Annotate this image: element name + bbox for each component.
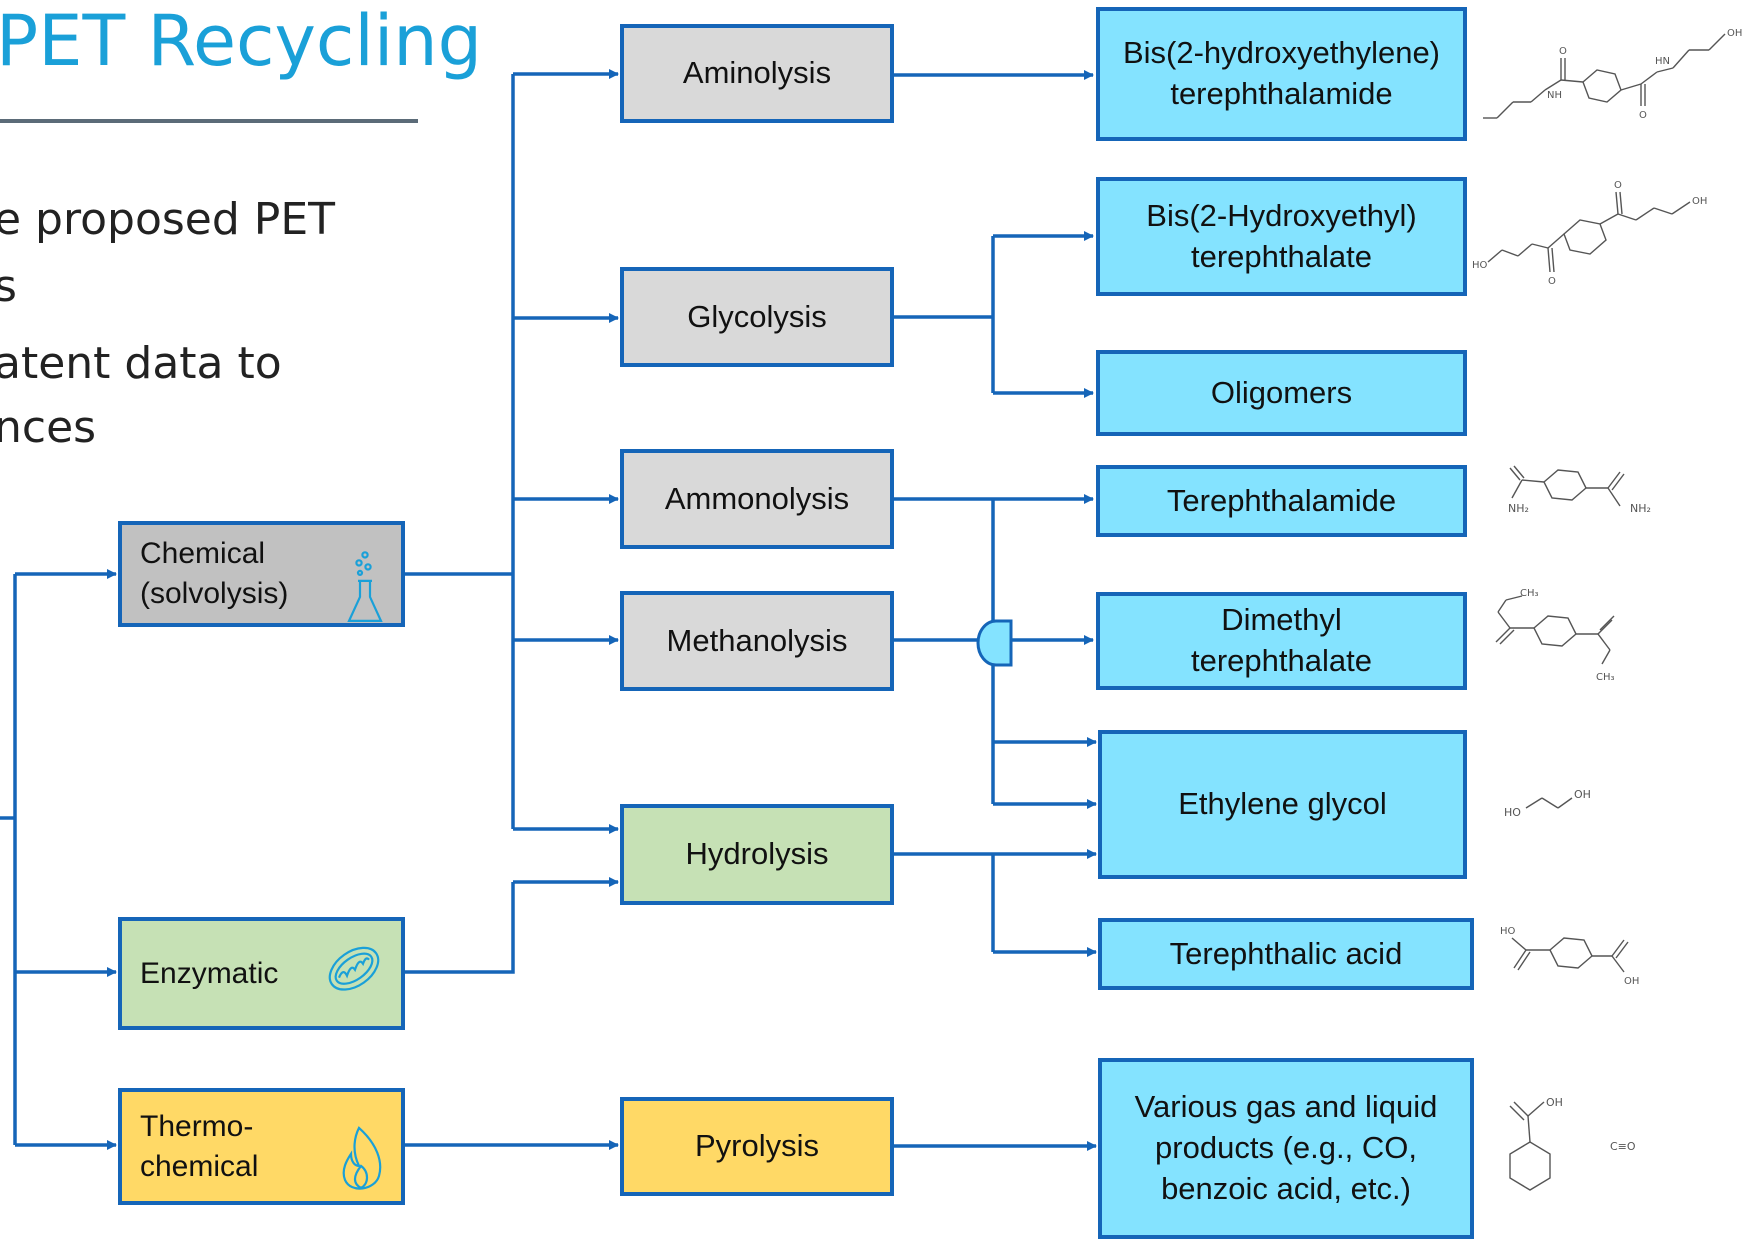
- aminolysis-label: Aminolysis: [682, 55, 832, 91]
- title-underline: [0, 119, 418, 123]
- bullet-1-line-2: s: [0, 261, 17, 312]
- oligomers-label: Oligomers: [1210, 374, 1353, 410]
- o-label-2: O: [1639, 110, 1647, 121]
- ch3-label-1: CH₃: [1520, 588, 1539, 599]
- terephthalamide-structure: NH₂ NH₂: [1508, 465, 1651, 515]
- terephthalamide-label: Terephthalamide: [1166, 482, 1397, 518]
- bullet-1-line-1: e proposed PET: [0, 194, 335, 245]
- methanolysis-box: Methanolysis: [620, 591, 894, 691]
- enzymatic-label: Enzymatic: [140, 956, 279, 990]
- methanolysis-label: Methanolysis: [666, 622, 848, 658]
- page-title: PET Recycling: [0, 0, 483, 82]
- gases-label: Various gas and liquid products (e.g., C…: [1134, 1089, 1438, 1206]
- dimethyl-terephthalate-box: Dimethyl terephthalate: [1096, 592, 1467, 690]
- oh-label-benzoic: OH: [1546, 1096, 1563, 1109]
- chemical-solvolysis-box: Chemical (solvolysis): [118, 521, 405, 627]
- enzymatic-box: Enzymatic: [118, 917, 405, 1030]
- benzoic-acid-co-structure: OH C≡O: [1509, 1096, 1636, 1191]
- o-label-1: O: [1559, 46, 1567, 57]
- junction-bridge-icon: [976, 619, 1013, 667]
- oh-label-1: OH: [1727, 28, 1742, 39]
- glycolysis-label: Glycolysis: [687, 298, 827, 334]
- oh-label-eg: OH: [1574, 788, 1591, 801]
- dmt-label: Dimethyl terephthalate: [1191, 602, 1372, 678]
- aminolysis-box: Aminolysis: [620, 24, 894, 123]
- pyrolysis-label: Pyrolysis: [694, 1128, 819, 1164]
- hydrolysis-box: Hydrolysis: [620, 804, 894, 905]
- bullet-2-line-1: atent data to: [0, 338, 282, 389]
- bhet-label: Bis(2-Hydroxyethyl) terephthalate: [1146, 197, 1417, 274]
- bhetamide-box: Bis(2-hydroxyethylene) terephthalamide: [1096, 7, 1467, 141]
- tpa-label: Terephthalic acid: [1169, 935, 1403, 971]
- ammonolysis-label: Ammonolysis: [664, 480, 850, 516]
- ammonolysis-box: Ammonolysis: [620, 449, 894, 549]
- ethylene-glycol-structure: HO OH: [1504, 788, 1591, 819]
- gas-liquid-products-box: Various gas and liquid products (e.g., C…: [1098, 1058, 1474, 1239]
- ho-label-eg: HO: [1504, 806, 1521, 819]
- terephthalic-acid-structure: HO OH: [1500, 926, 1639, 987]
- ch3-label-2: CH₃: [1596, 672, 1615, 683]
- dmt-structure: CH₃ CH₃: [1495, 588, 1615, 683]
- nh-label: NH: [1547, 90, 1562, 101]
- bhet-structure: HO O O OH: [1472, 180, 1707, 287]
- oh-label-tpa: OH: [1624, 976, 1639, 987]
- co-label: C≡O: [1610, 1140, 1636, 1153]
- oligomers-box: Oligomers: [1096, 350, 1467, 436]
- flask-icon: [345, 511, 385, 637]
- enzymatic-out: [404, 882, 515, 974]
- hydrolysis-label: Hydrolysis: [685, 836, 829, 872]
- bhetamide-label: Bis(2-hydroxyethylene) terephthalamide: [1122, 35, 1441, 111]
- thermochemical-label: Thermo- chemical: [140, 1109, 259, 1183]
- thermochemical-box: Thermo- chemical: [118, 1088, 405, 1205]
- nh2-label-1: NH₂: [1508, 502, 1529, 515]
- ho-label-bhet: HO: [1472, 260, 1488, 271]
- chemical-label: Chemical (solvolysis): [140, 537, 289, 610]
- o-label-bhet-1: O: [1548, 276, 1556, 287]
- eg-label: Ethylene glycol: [1178, 786, 1387, 822]
- terephthalic-acid-box: Terephthalic acid: [1098, 918, 1474, 990]
- nh2-label-2: NH₂: [1630, 502, 1651, 515]
- bullet-2-line-2: nces: [0, 402, 97, 453]
- flame-icon: [339, 1086, 385, 1206]
- ho-label-tpa: HO: [1500, 926, 1516, 937]
- o-label-bhet-2: O: [1614, 180, 1622, 191]
- mitochondria-icon: [323, 939, 385, 1008]
- hn-label: HN: [1655, 56, 1670, 67]
- ethylene-glycol-box: Ethylene glycol: [1098, 730, 1467, 879]
- terephthalamide-box: Terephthalamide: [1096, 465, 1467, 537]
- bhetamide-structure: NH HN O O OH: [1483, 28, 1742, 121]
- oh-label-bhet: OH: [1692, 196, 1707, 207]
- pyrolysis-box: Pyrolysis: [620, 1097, 894, 1196]
- bhet-box: Bis(2-Hydroxyethyl) terephthalate: [1096, 177, 1467, 296]
- glycolysis-box: Glycolysis: [620, 267, 894, 367]
